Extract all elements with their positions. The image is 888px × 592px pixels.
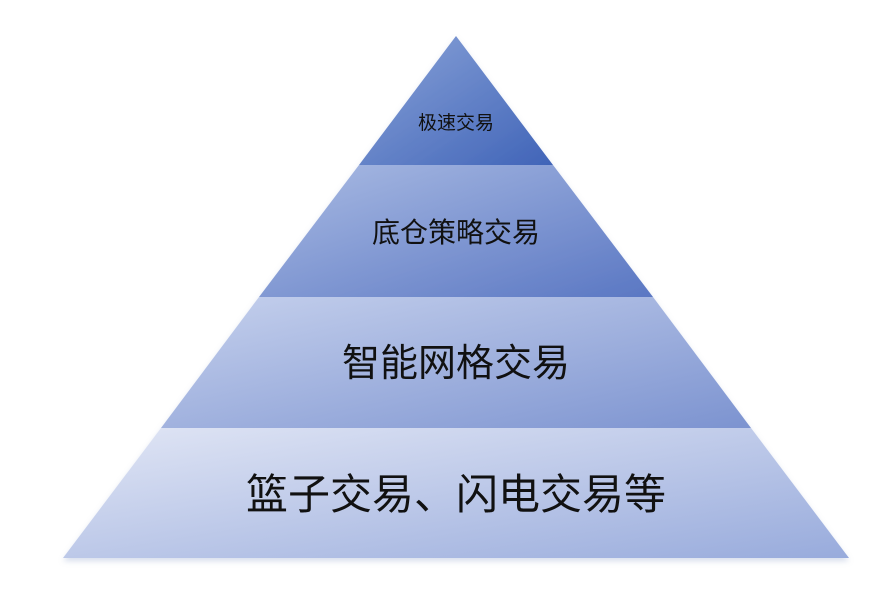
layer-3-label: 智能网格交易	[342, 341, 570, 385]
layer-1-label: 极速交易	[418, 112, 494, 134]
layer-4-label: 篮子交易、闪电交易等	[246, 470, 666, 519]
pyramid-layer-4	[63, 428, 849, 558]
layer-2-label: 底仓策略交易	[372, 216, 540, 249]
pyramid-layer-1	[359, 36, 553, 165]
pyramid-layer-2	[259, 165, 653, 297]
pyramid-layer-3	[161, 297, 751, 428]
